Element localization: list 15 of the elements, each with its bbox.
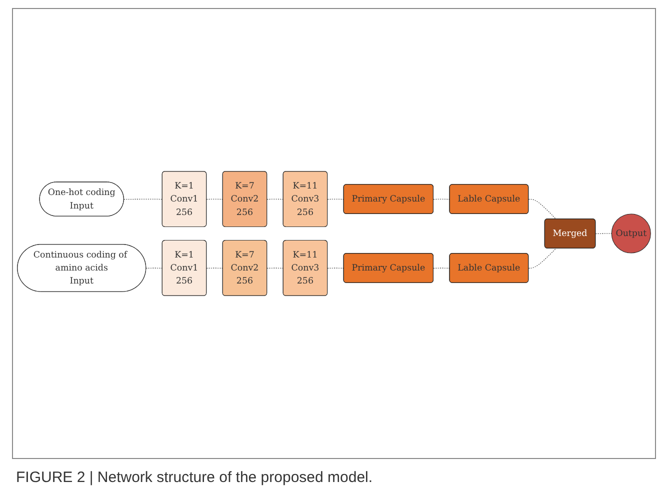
connector [528, 198, 556, 220]
connector [206, 198, 224, 200]
connector [146, 268, 163, 269]
connector [433, 198, 450, 200]
connector [124, 198, 163, 200]
connector [266, 268, 284, 269]
connector [528, 248, 556, 269]
connector [206, 268, 224, 269]
connector [595, 233, 612, 234]
connector [327, 268, 344, 269]
node-circle: Output [611, 214, 651, 254]
connector [327, 198, 344, 200]
connector [433, 268, 450, 269]
connector [266, 198, 284, 200]
figure-caption: FIGURE 2 | Network structure of the proposed model. [15, 468, 374, 486]
